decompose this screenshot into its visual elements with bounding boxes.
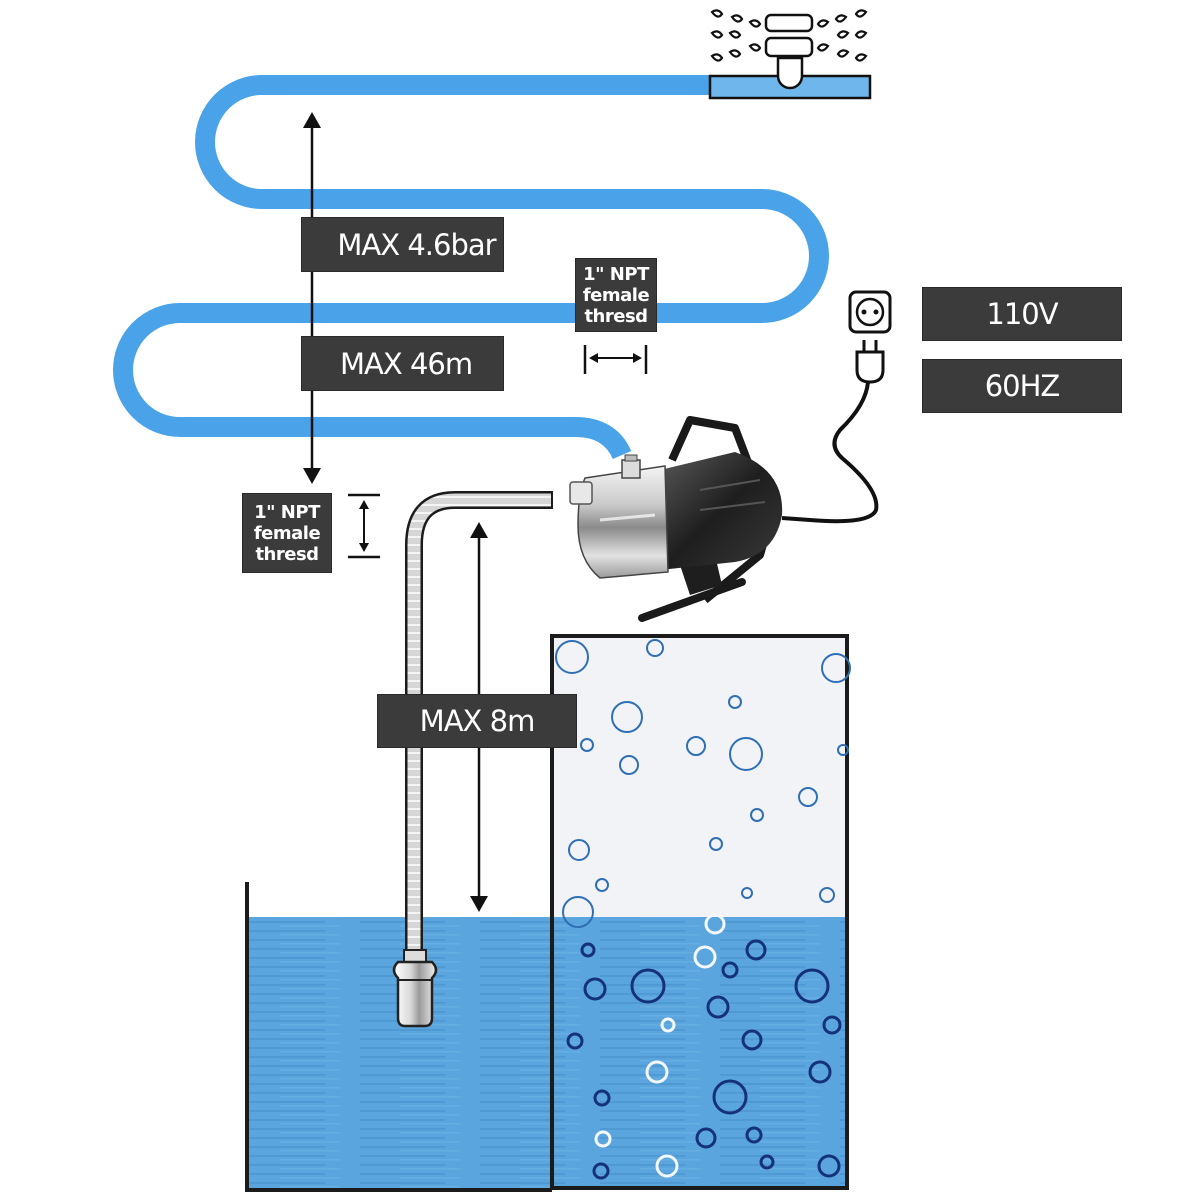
bubble [630, 968, 666, 1004]
bubble [709, 837, 723, 851]
voltage-label: 110V [922, 287, 1122, 341]
bubble [741, 887, 753, 899]
bubble [741, 1029, 763, 1051]
outlet-thread-line-2: female [582, 284, 650, 306]
water-cutaway-tank [550, 634, 851, 1190]
voltage-text: 110V [986, 297, 1058, 331]
bubble [580, 738, 594, 752]
bubble [660, 1017, 676, 1033]
outlet-thread-line-3: thresd [584, 305, 648, 327]
max-head-text: MAX 46m [340, 346, 473, 381]
max-suction-label: MAX 8m [377, 694, 577, 748]
max-pressure-label: MAX 4.6bar [301, 217, 504, 272]
bubble [566, 1032, 584, 1050]
bubble [655, 1154, 679, 1178]
water-source-tank [245, 882, 552, 1192]
bubble [808, 1060, 832, 1084]
power-outlet-icon [848, 290, 892, 334]
bubble [593, 1089, 611, 1107]
bubble [798, 787, 818, 807]
bubble [645, 1060, 669, 1084]
bubble [619, 755, 639, 775]
bubble [580, 942, 596, 958]
bubble [712, 1079, 748, 1115]
power-cord [781, 381, 879, 524]
suction-hose [405, 491, 553, 960]
bubble [693, 945, 717, 969]
bubble [745, 1126, 763, 1144]
bubble [837, 744, 849, 756]
bubble [646, 639, 664, 657]
inlet-thread-line-1: 1" NPT [254, 501, 320, 523]
inlet-thread-line-3: thresd [255, 543, 319, 565]
max-pressure-text: MAX 4.6bar [337, 227, 496, 262]
frequency-text: 60HZ [984, 369, 1061, 403]
inlet-thread-line-2: female [253, 522, 321, 544]
bubble [794, 968, 830, 1004]
max-head-label: MAX 46m [301, 336, 504, 391]
bubble [592, 1162, 610, 1180]
bubble [562, 896, 594, 928]
bubbles [555, 639, 851, 1180]
bubble [611, 701, 643, 733]
bubble [583, 977, 607, 1001]
frequency-label: 60HZ [922, 359, 1122, 413]
bubble [704, 913, 726, 935]
inlet-thread-marker [348, 493, 380, 559]
bubble [750, 808, 764, 822]
bubble [695, 1127, 717, 1149]
bubble [817, 1154, 841, 1178]
inlet-thread-label: 1" NPT female thresd [242, 493, 332, 573]
outlet-thread-label: 1" NPT female thresd [575, 258, 657, 332]
foot-valve-icon [392, 949, 438, 1028]
jet-pump-icon [569, 416, 783, 622]
max-suction-text: MAX 8m [419, 704, 536, 738]
bubble [555, 640, 589, 674]
bubble [568, 839, 590, 861]
bubble [594, 1130, 612, 1148]
bubble [819, 887, 835, 903]
bubble [706, 995, 730, 1019]
power-plug-icon [855, 340, 885, 384]
bubble [759, 1154, 775, 1170]
outlet-thread-marker [583, 345, 648, 374]
bubble [728, 695, 742, 709]
bubble [686, 736, 706, 756]
bubble [745, 939, 767, 961]
bubble [822, 1015, 842, 1035]
outlet-thread-line-1: 1" NPT [583, 263, 649, 285]
bubble [821, 653, 851, 683]
bubble [729, 737, 763, 771]
sprinkler-icon [708, 9, 872, 100]
max-head-arrow [303, 112, 321, 484]
bubble [595, 878, 609, 892]
bubble [721, 961, 739, 979]
discharge-hose [113, 75, 829, 460]
